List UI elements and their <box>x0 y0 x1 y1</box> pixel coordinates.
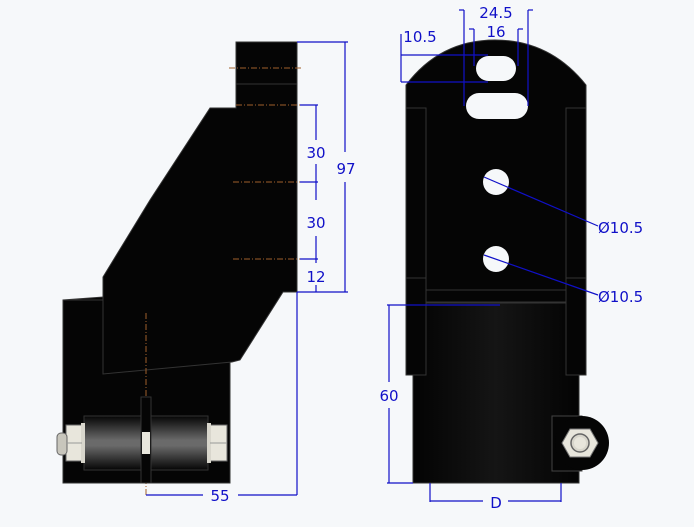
dim-top-offset: 10.5 <box>403 28 436 46</box>
side-bracket-body <box>102 41 298 375</box>
dim-slot-inner: 16 <box>486 23 505 41</box>
front-dimensions <box>387 9 599 502</box>
dim-bottom-offset: 12 <box>306 268 325 286</box>
dim-tube-diameter: D <box>490 494 502 512</box>
slot-upper <box>476 56 516 81</box>
dim-lower-height: 60 <box>379 387 398 405</box>
dim-hole-dia-2: Ø10.5 <box>598 288 643 306</box>
side-view <box>56 41 301 495</box>
front-view <box>405 39 609 484</box>
front-tube <box>412 302 580 484</box>
dim-hole-pitch-2: 30 <box>306 214 325 232</box>
dim-slot-outer: 24.5 <box>479 4 512 22</box>
side-dimensions <box>146 41 348 496</box>
slot-lower <box>466 93 528 119</box>
dim-width: 55 <box>210 487 229 505</box>
dim-hole-pitch-1: 30 <box>306 144 325 162</box>
pivot-bolt-assembly <box>56 396 228 484</box>
dim-hole-dia-1: Ø10.5 <box>598 219 643 237</box>
dim-total-height: 97 <box>336 160 355 178</box>
side-nut <box>551 415 609 472</box>
